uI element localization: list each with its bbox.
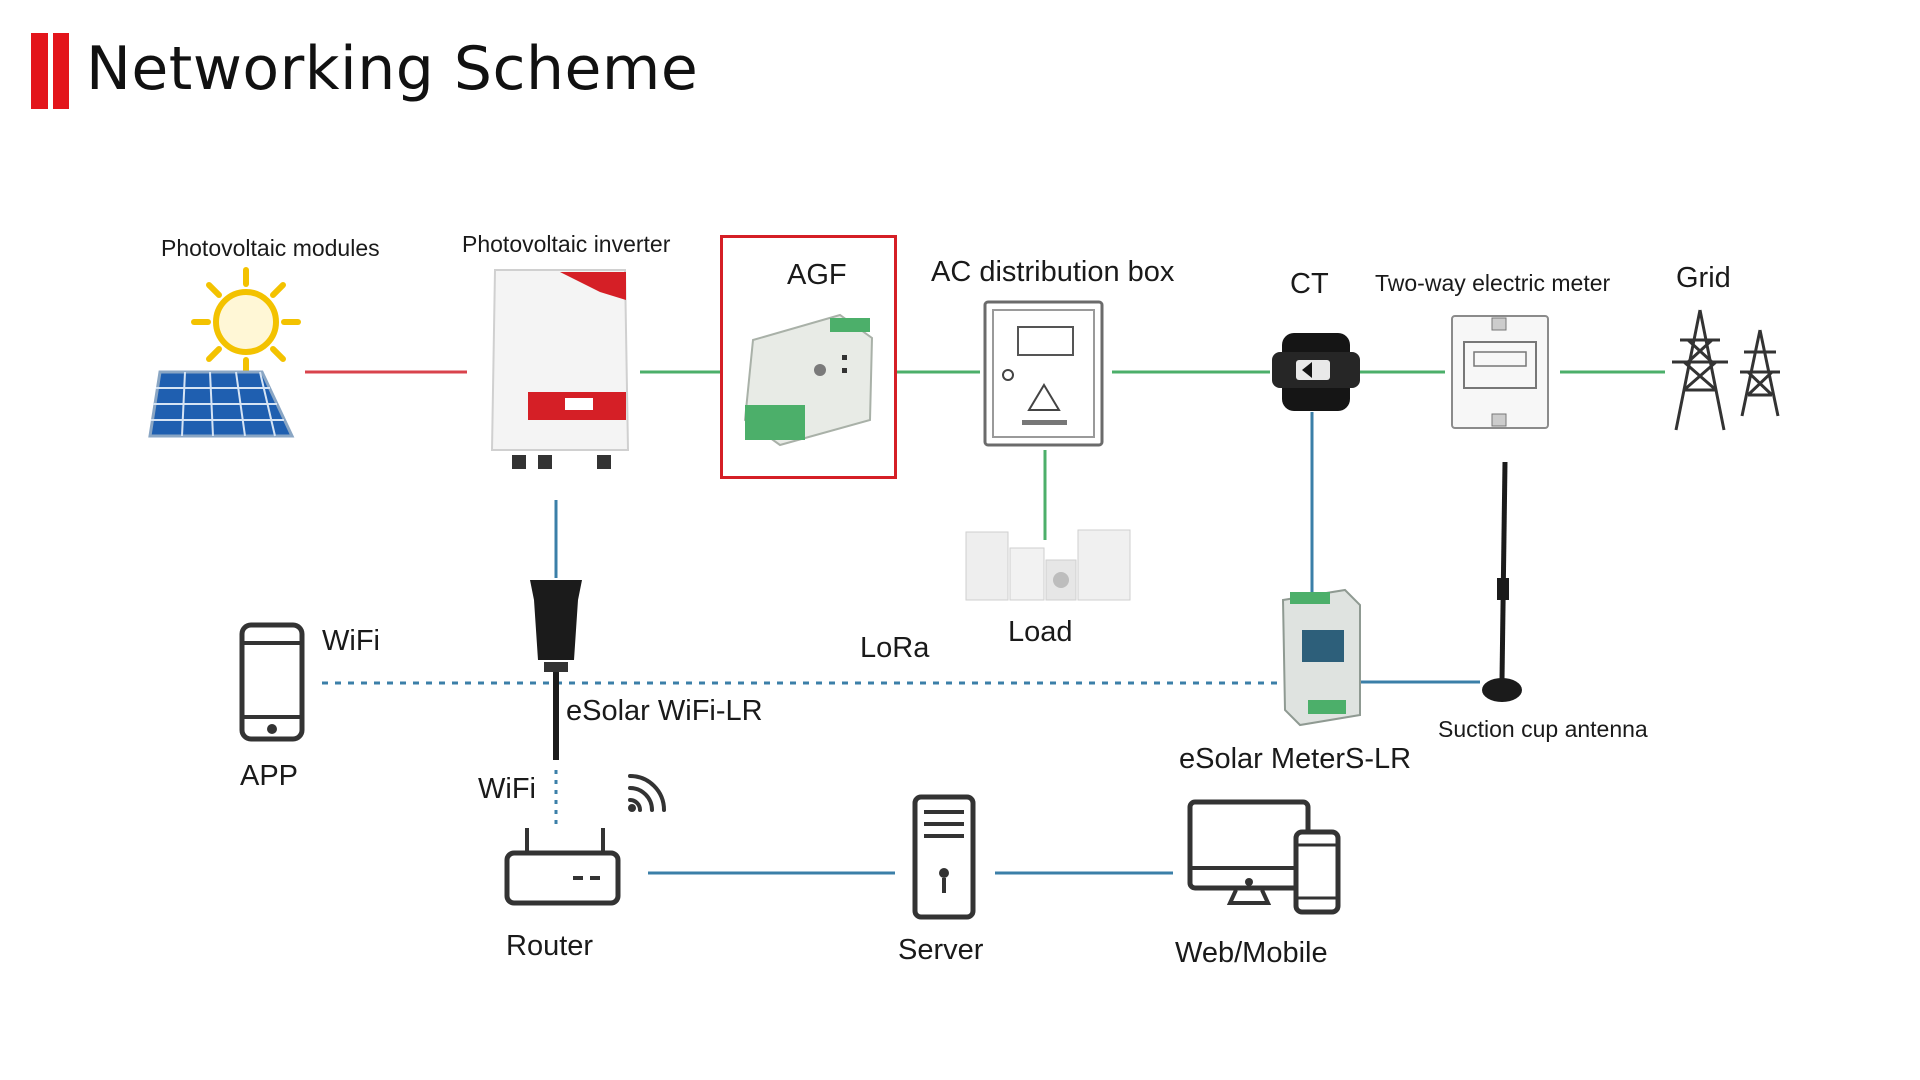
ac-distribution-box-icon xyxy=(983,300,1104,447)
inverter-icon xyxy=(490,269,630,469)
wifi-signal-icon xyxy=(628,774,666,812)
label-meter: Two-way electric meter xyxy=(1375,270,1611,296)
label-ac-box: AC distribution box xyxy=(931,256,1175,288)
solar-panel-icon xyxy=(148,370,295,438)
label-app: APP xyxy=(240,760,299,792)
label-antenna: Suction cup antenna xyxy=(1438,716,1648,742)
label-esolar-wifi-lr: eSolar WiFi-LR xyxy=(566,695,763,727)
sun-icon xyxy=(191,267,301,377)
server-icon xyxy=(912,794,976,920)
label-server: Server xyxy=(898,934,984,966)
label-lora: LoRa xyxy=(860,632,930,664)
ct-clamp-icon xyxy=(1272,333,1360,411)
esolar-meters-lr-icon xyxy=(1281,588,1361,727)
title-accent-bar xyxy=(31,33,69,109)
label-grid: Grid xyxy=(1676,262,1731,294)
label-agf: AGF xyxy=(787,259,847,291)
label-load: Load xyxy=(1008,616,1073,648)
label-pv-modules: Photovoltaic modules xyxy=(161,235,380,261)
agf-device-icon xyxy=(743,313,874,447)
load-appliances-icon xyxy=(965,529,1131,601)
suction-antenna-icon xyxy=(1482,461,1522,702)
label-router: Router xyxy=(506,930,594,962)
two-way-meter-icon xyxy=(1451,315,1549,429)
label-web-mobile: Web/Mobile xyxy=(1175,937,1328,969)
label-wifi-app: WiFi xyxy=(322,625,380,657)
grid-tower-icon xyxy=(1672,309,1780,431)
label-wifi-router: WiFi xyxy=(478,773,536,805)
agf-highlight-box xyxy=(720,235,897,479)
web-mobile-icon xyxy=(1187,799,1341,915)
page-title: Networking Scheme xyxy=(86,34,699,104)
esolar-wifi-dongle-icon xyxy=(530,580,582,760)
label-meters-lr: eSolar MeterS-LR xyxy=(1179,743,1412,775)
label-ct: CT xyxy=(1290,268,1329,300)
phone-icon xyxy=(239,622,305,742)
router-icon xyxy=(504,828,621,906)
label-pv-inverter: Photovoltaic inverter xyxy=(462,231,671,257)
